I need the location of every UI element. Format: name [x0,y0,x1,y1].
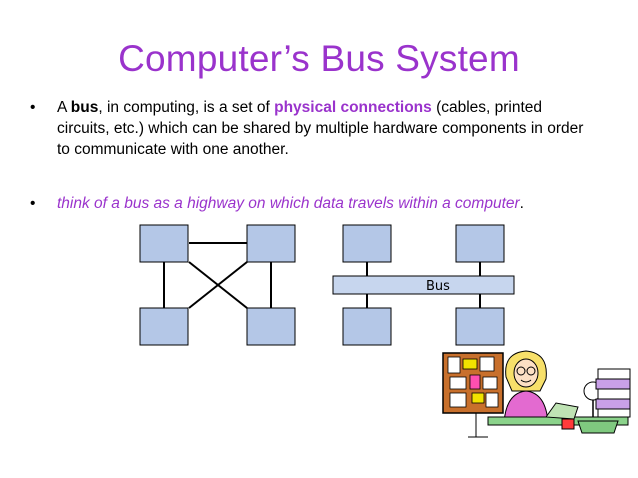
node-bottom-left [139,307,189,346]
bus-bar [332,275,515,295]
office-worker-clipart [442,350,631,438]
bullet-marker: • [30,195,36,212]
node-top-right [246,224,296,263]
link-diagonal-2 [188,261,248,309]
node-top-right [455,224,505,263]
term-physical-connections: physical connections [274,99,432,116]
bullet-text: think of a bus as a highway on which dat… [57,195,524,212]
bullet-text: A bus, in computing, is a set of physica… [57,99,584,158]
bus-label: Bus [426,279,450,294]
slide-title: Computer’s Bus System [118,38,520,79]
node-bottom-right [246,307,296,346]
term-bus: bus [70,99,99,116]
node-top-left [139,224,189,263]
bus-diagram: Bus [332,224,515,346]
node-bottom-left [342,307,392,346]
point-to-point-diagram [139,224,296,346]
bullet-marker: • [30,99,36,116]
node-bottom-right [455,307,505,346]
node-top-left [342,224,392,263]
